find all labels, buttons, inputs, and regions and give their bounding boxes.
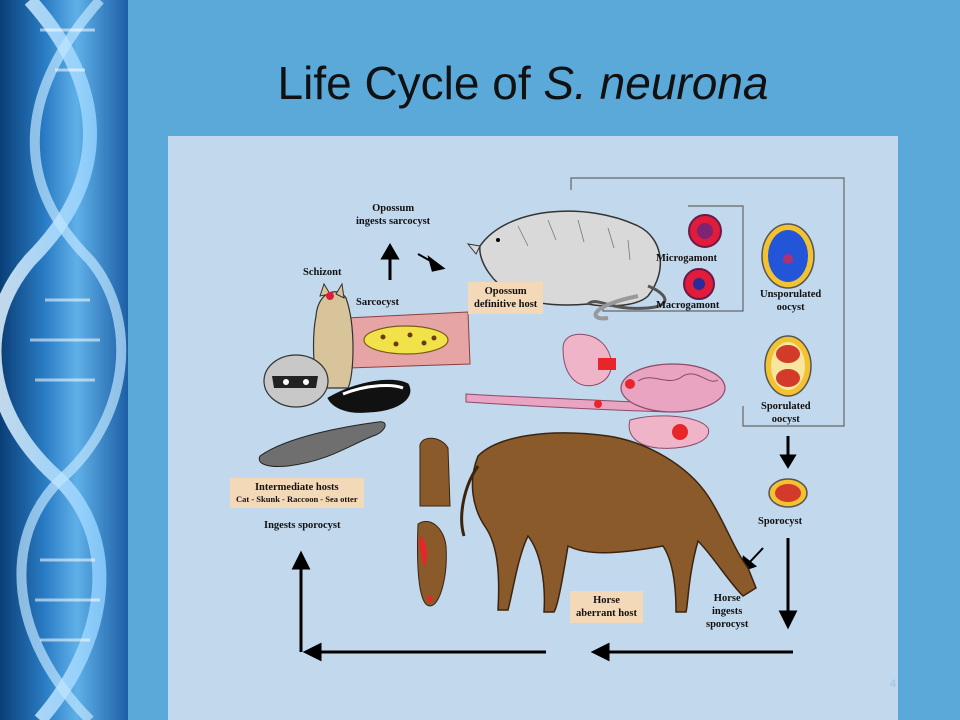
sporulated-oocyst-label: Sporulated oocyst	[761, 400, 811, 426]
schizont-label: Schizont	[303, 267, 342, 278]
brain-illustration	[620, 363, 726, 413]
macrogamont-label: Macrogamont	[656, 300, 720, 311]
muscle-tissue-illustration	[628, 415, 710, 449]
ingests-sporocyst-label: Ingests sporocyst	[264, 520, 341, 531]
horse-head-illustration	[417, 521, 447, 607]
microgamont-cell	[688, 214, 722, 248]
intermediate-hosts-title: Intermediate hosts	[254, 482, 339, 493]
sea-otter-illustration	[258, 421, 386, 467]
sarcocyst-label: Sarcocyst	[356, 297, 399, 308]
opossum-ingests-label: Opossum ingests sarcocyst	[356, 202, 430, 228]
horse-ingests-line2: ingests	[712, 606, 743, 618]
horse-host-line2: aberrant host	[576, 608, 637, 620]
unsporulated-oocyst-label: Unsporulated oocyst	[760, 288, 821, 314]
sporocyst-label: Sporocyst	[758, 516, 803, 527]
opossum-host-line2: definitive host	[474, 299, 538, 311]
spinal-cross-section-illustration	[562, 333, 616, 387]
intermediate-hosts-tag: Intermediate hosts Cat - Skunk - Raccoon…	[230, 478, 364, 508]
microgamont-label: Microgamont	[656, 253, 718, 264]
horse-ingests-line1: Horse	[713, 593, 741, 604]
opossum-host-line1: Opossum	[484, 286, 527, 297]
skunk-illustration	[327, 379, 411, 413]
cat-illustration	[312, 282, 354, 389]
horse-illustration	[460, 432, 757, 613]
horse-rear-view-illustration	[419, 437, 451, 507]
horse-host-line1: Horse	[593, 595, 620, 606]
sarcocyst-muscle-illustration	[345, 311, 471, 369]
sporulated-line2: oocyst	[771, 414, 800, 426]
macrogamont-cell	[683, 268, 715, 300]
title-text: Life Cycle of	[277, 57, 544, 109]
unsporulated-line2: oocyst	[776, 302, 805, 314]
intermediate-hosts-list: Cat - Skunk - Raccoon - Sea otter	[236, 494, 358, 505]
opossum-ingests-line1: Opossum	[372, 203, 415, 214]
page-number: 4	[890, 678, 897, 690]
horse-ingests-line3: sporocyst	[706, 619, 749, 631]
unsporulated-oocyst	[761, 223, 815, 289]
sporocyst-cell	[768, 478, 808, 508]
horse-aberrant-host-tag: Horse aberrant host	[570, 591, 643, 624]
raccoon-illustration	[263, 354, 329, 408]
dna-helix-decoration	[0, 0, 128, 720]
slide-title: Life Cycle of S. neurona	[128, 56, 918, 111]
horse-ingests-label: Horse ingests sporocyst	[706, 592, 748, 631]
unsporulated-line1: Unsporulated	[760, 289, 822, 300]
sporulated-line1: Sporulated	[761, 401, 811, 412]
title-species: S. neurona	[543, 57, 769, 109]
opossum-definitive-host-tag: Opossum definitive host	[468, 282, 544, 315]
opossum-ingests-line2: ingests sarcocyst	[356, 216, 431, 228]
life-cycle-diagram: Opossum ingests sarcocyst Schizont Sarco…	[168, 136, 898, 720]
sporulated-oocyst	[764, 335, 812, 397]
